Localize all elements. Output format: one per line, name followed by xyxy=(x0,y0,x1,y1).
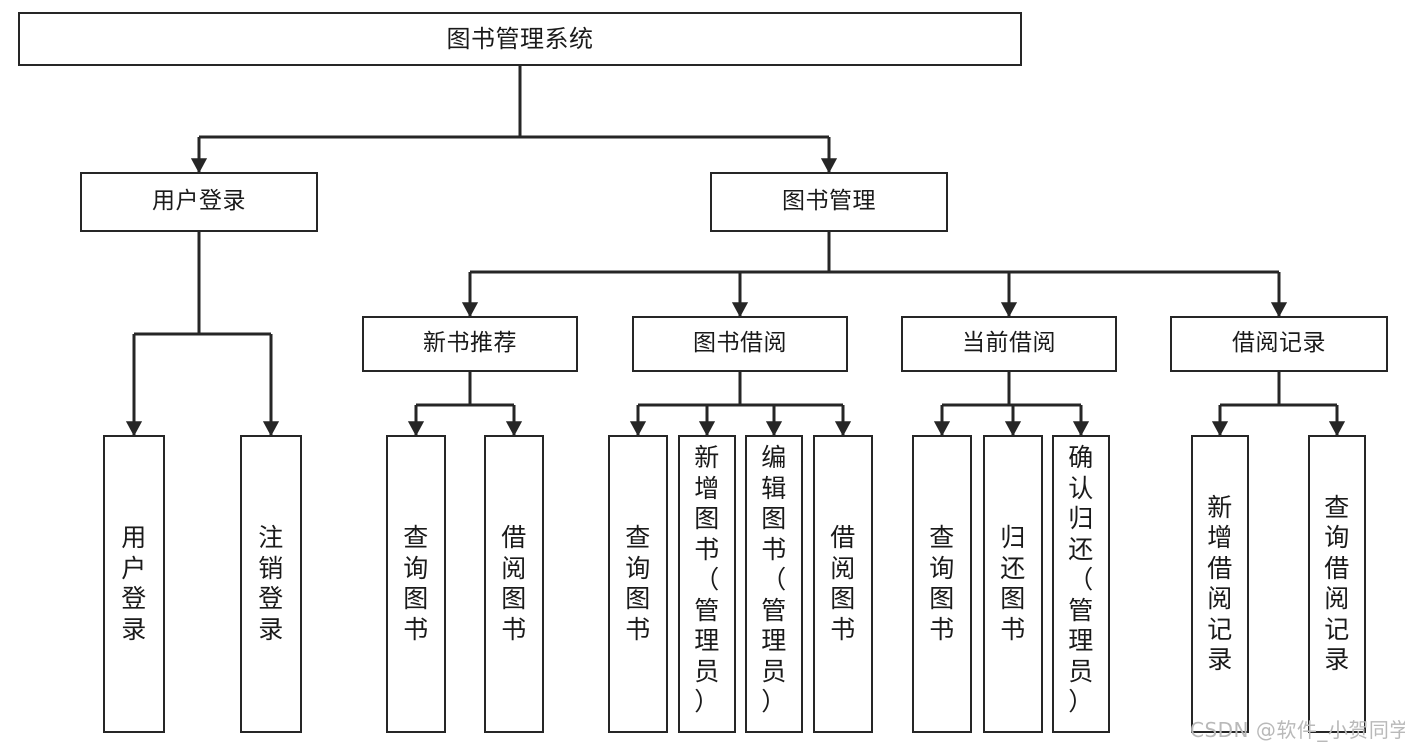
node-label: 图书管理系统 xyxy=(446,24,594,53)
node-leaf-3[interactable]: 借 阅 图 书 xyxy=(484,435,544,733)
node-leaf-10[interactable]: 确 认 归 还 （ 管 理 员 ） xyxy=(1052,435,1110,733)
node-label: 编 辑 图 书 （ 管 理 员 ） xyxy=(761,443,787,716)
node-label: 当前借阅 xyxy=(962,330,1056,357)
node-label: 新 增 图 书 （ 管 理 员 ） xyxy=(694,443,720,716)
node-label: 注 销 登 录 xyxy=(258,523,284,644)
node-label: 查 询 图 书 xyxy=(625,523,651,644)
node-label: 借阅记录 xyxy=(1232,330,1326,357)
node-label: 借 阅 图 书 xyxy=(501,523,527,644)
node-subbranch-3[interactable]: 借阅记录 xyxy=(1170,316,1388,372)
node-label: 查 询 借 阅 记 录 xyxy=(1324,492,1350,675)
node-label: 查 询 图 书 xyxy=(929,523,955,644)
node-leaf-4[interactable]: 查 询 图 书 xyxy=(608,435,668,733)
node-leaf-1[interactable]: 注 销 登 录 xyxy=(240,435,302,733)
node-label: 用 户 登 录 xyxy=(121,523,147,644)
node-label: 新 增 借 阅 记 录 xyxy=(1207,492,1233,675)
node-label: 用户登录 xyxy=(152,188,246,215)
node-leaf-5[interactable]: 新 增 图 书 （ 管 理 员 ） xyxy=(678,435,736,733)
node-label: 图书借阅 xyxy=(693,330,787,357)
node-leaf-11[interactable]: 新 增 借 阅 记 录 xyxy=(1191,435,1249,733)
node-leaf-2[interactable]: 查 询 图 书 xyxy=(386,435,446,733)
node-label: 图书管理 xyxy=(782,188,876,215)
node-leaf-0[interactable]: 用 户 登 录 xyxy=(103,435,165,733)
node-label: 借 阅 图 书 xyxy=(830,523,856,644)
node-branch-0[interactable]: 用户登录 xyxy=(80,172,318,232)
node-subbranch-0[interactable]: 新书推荐 xyxy=(362,316,578,372)
csdn-watermark: CSDN @软件_小贺同学 xyxy=(1190,718,1405,742)
node-subbranch-1[interactable]: 图书借阅 xyxy=(632,316,848,372)
node-leaf-7[interactable]: 借 阅 图 书 xyxy=(813,435,873,733)
node-root-book-management-system[interactable]: 图书管理系统 xyxy=(18,12,1022,66)
node-leaf-9[interactable]: 归 还 图 书 xyxy=(983,435,1043,733)
node-label: 新书推荐 xyxy=(423,330,517,357)
node-label: 归 还 图 书 xyxy=(1000,523,1026,644)
node-leaf-12[interactable]: 查 询 借 阅 记 录 xyxy=(1308,435,1366,733)
node-subbranch-2[interactable]: 当前借阅 xyxy=(901,316,1117,372)
node-leaf-6[interactable]: 编 辑 图 书 （ 管 理 员 ） xyxy=(745,435,803,733)
node-label: 查 询 图 书 xyxy=(403,523,429,644)
node-leaf-8[interactable]: 查 询 图 书 xyxy=(912,435,972,733)
node-label: 确 认 归 还 （ 管 理 员 ） xyxy=(1068,443,1094,716)
node-branch-1[interactable]: 图书管理 xyxy=(710,172,948,232)
